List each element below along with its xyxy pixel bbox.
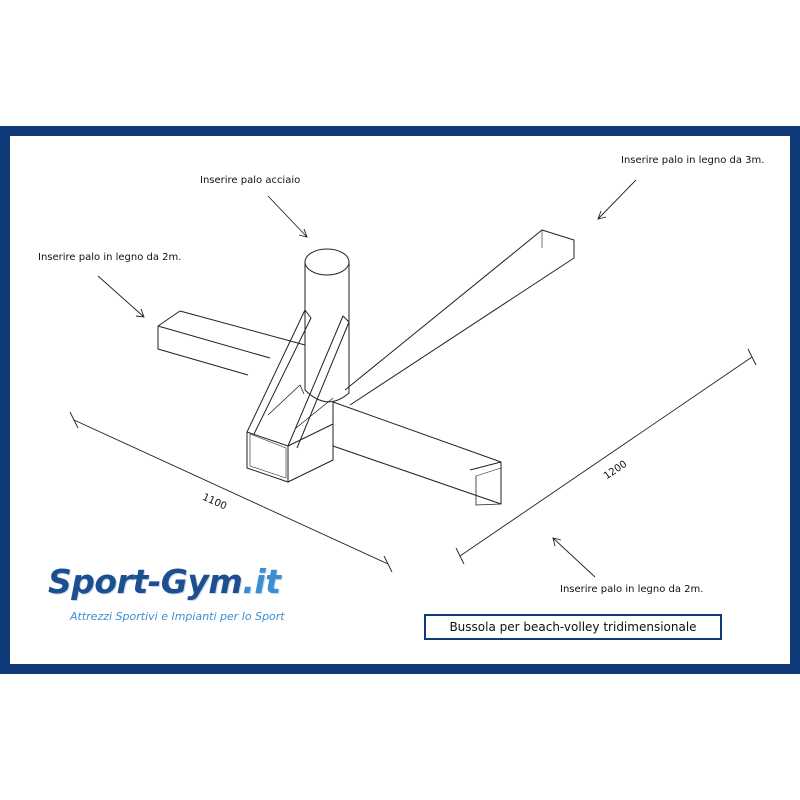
brand-tagline: Attrezzi Sportivi e Impianti per lo Spor… — [70, 610, 285, 623]
dimension-1100 — [69, 411, 393, 573]
blue-frame — [0, 126, 800, 674]
label-wood-3m: Inserire palo in legno da 3m. — [621, 155, 765, 166]
arrow-wood-3m — [597, 179, 637, 220]
label-wood-2m-left: Inserire palo in legno da 2m. — [38, 252, 182, 263]
brand-domain: .it — [242, 562, 281, 601]
left-beam — [157, 310, 306, 376]
brand-logo: Sport-Gym.it — [48, 562, 281, 601]
braces — [246, 309, 350, 449]
caption-text: Bussola per beach-volley tridimensionale — [449, 620, 697, 634]
arrow-wood-2m-bottom — [552, 537, 596, 578]
brand-name: Sport-Gym — [48, 562, 243, 601]
drawing-panel — [10, 136, 790, 664]
steel-pole — [304, 248, 350, 403]
long-beam — [344, 229, 575, 406]
arrow-steel — [267, 195, 308, 238]
caption-box: Bussola per beach-volley tridimensionale — [424, 614, 722, 640]
label-wood-2m-bottom: Inserire palo in legno da 2m. — [560, 584, 704, 595]
dimension-1200 — [455, 348, 757, 565]
arrow-wood-2m-left — [97, 275, 145, 318]
label-steel-pole: Inserire palo acciaio — [200, 175, 301, 186]
front-beam — [332, 401, 502, 506]
end-box — [246, 402, 334, 483]
